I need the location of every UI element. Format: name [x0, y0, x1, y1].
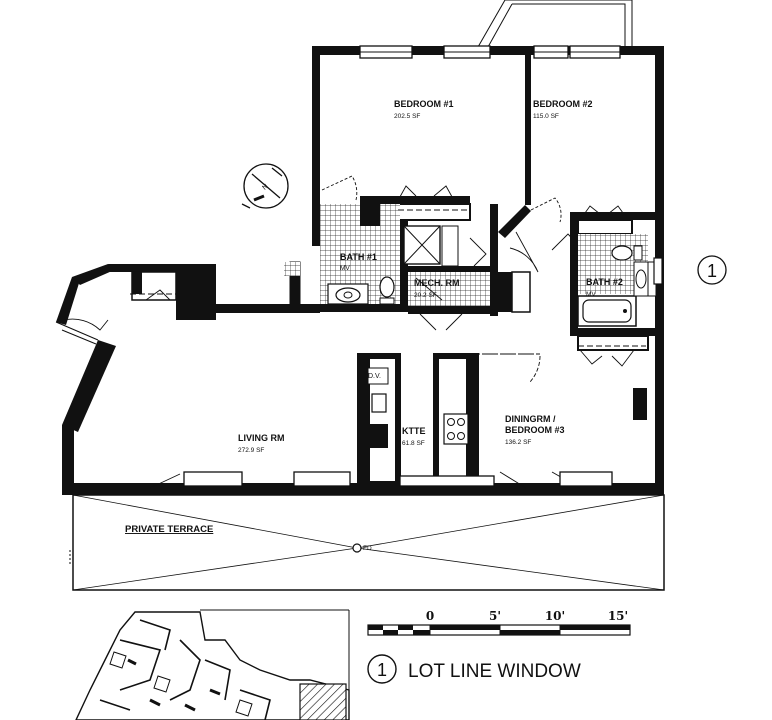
door-swings: [63, 175, 635, 489]
legend-text: LOT LINE WINDOW: [408, 661, 581, 682]
bath1-note: MV: [340, 265, 350, 272]
scale-label-0: 0: [426, 609, 434, 623]
legend: 1 LOT LINE WINDOW: [367, 654, 581, 684]
living-area: 272.9 SF: [238, 447, 264, 454]
scale-label-15: 15': [608, 609, 628, 623]
room-labels: BEDROOM #1 202.5 SF BEDROOM #2 115.0 SF …: [125, 99, 623, 552]
legend-number: 1: [377, 660, 387, 680]
bedroom1-area: 202.5 SF: [394, 113, 420, 120]
mech-name: MECH. RM: [414, 278, 460, 288]
dv-label: D.V.: [368, 373, 381, 380]
living-name: LIVING RM: [238, 433, 285, 443]
drain-label: FD: [363, 545, 372, 552]
lot-line-marker: 1: [697, 255, 727, 285]
dining-name-line1: DININGRM /: [505, 414, 556, 424]
private-terrace: [69, 494, 665, 591]
scale-bar: 0 5' 10' 15': [367, 609, 631, 636]
terrace-label: PRIVATE TERRACE: [125, 524, 213, 535]
bath2-name: BATH #2: [586, 277, 623, 287]
bath1-name: BATH #1: [340, 252, 377, 262]
balcony-outline: [477, 0, 633, 48]
mech-area: 20.2 SF: [414, 292, 437, 299]
windows: [183, 45, 663, 487]
scale-label-10: 10': [545, 609, 565, 623]
north-arrow: N: [241, 163, 289, 209]
dining-name-line2: BEDROOM #3: [505, 425, 565, 435]
bedroom2-area: 115.0 SF: [533, 113, 559, 120]
bath2-note: MV: [586, 291, 596, 298]
scale-label-5: 5': [489, 609, 501, 623]
north-label: N: [261, 183, 269, 192]
bedroom2-name: BEDROOM #2: [533, 99, 593, 109]
bedroom1-name: BEDROOM #1: [394, 99, 454, 109]
dashed-headers: [130, 209, 646, 355]
fixtures: [327, 196, 657, 448]
lot-line-marker-number: 1: [707, 261, 717, 281]
dining-area: 136.2 SF: [505, 439, 531, 446]
key-plan: [74, 609, 350, 720]
kitchen-name: KTTE: [402, 426, 426, 436]
kitchen-area: 61.8 SF: [402, 440, 425, 447]
